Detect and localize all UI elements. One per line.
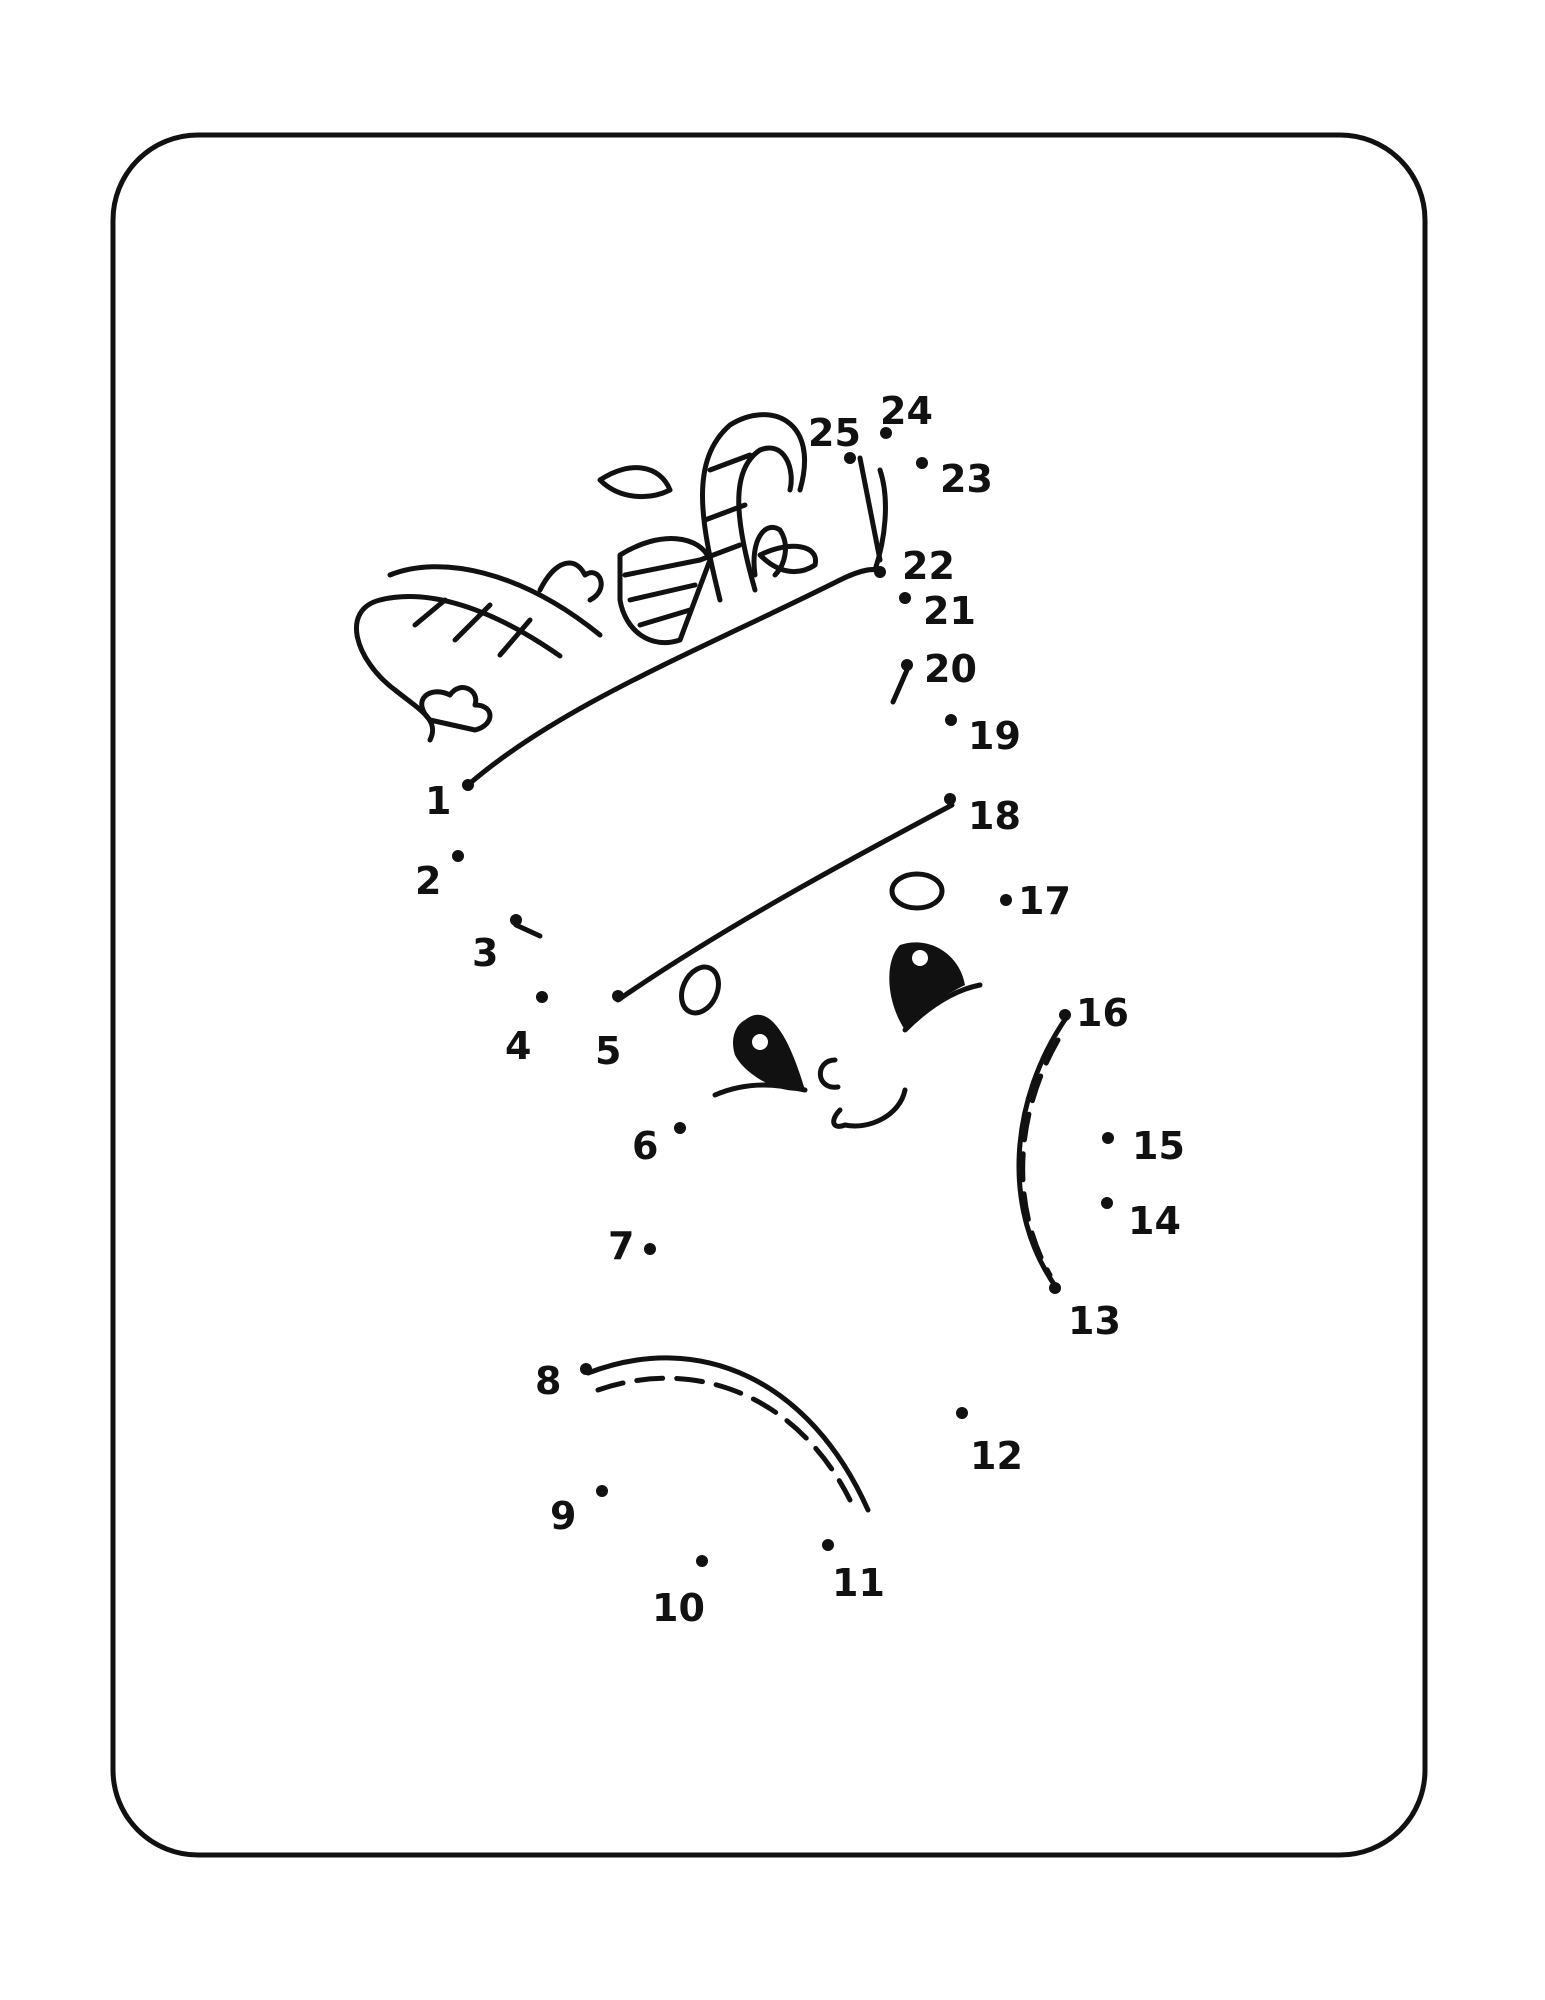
dot-25[interactable] bbox=[844, 452, 856, 464]
dot-21[interactable] bbox=[899, 592, 911, 604]
eye-right bbox=[889, 942, 965, 1030]
dot-label-17: 17 bbox=[1018, 879, 1071, 923]
dot-24[interactable] bbox=[880, 427, 892, 439]
arm-outline bbox=[1016, 1015, 1069, 1293]
dot-label-1: 1 bbox=[425, 779, 451, 823]
sack-outline bbox=[465, 567, 885, 788]
dot-22[interactable] bbox=[874, 566, 886, 578]
dot-label-25: 25 bbox=[808, 411, 861, 455]
dot-label-9: 9 bbox=[550, 1494, 576, 1538]
dot-15[interactable] bbox=[1102, 1132, 1114, 1144]
dot-10[interactable] bbox=[696, 1555, 708, 1567]
dot-17[interactable] bbox=[1000, 894, 1012, 906]
dot-label-12: 12 bbox=[970, 1434, 1023, 1478]
candy-cane-icon bbox=[353, 564, 603, 743]
leaf-icon bbox=[419, 560, 604, 733]
dot-label-19: 19 bbox=[968, 714, 1021, 758]
dot-3[interactable] bbox=[510, 914, 522, 926]
dot-4[interactable] bbox=[536, 991, 548, 1003]
dot-2[interactable] bbox=[452, 850, 464, 862]
carrot-icon bbox=[751, 525, 818, 578]
cheek-right bbox=[889, 871, 945, 911]
dot-label-10: 10 bbox=[652, 1586, 705, 1630]
page-frame bbox=[110, 132, 1428, 1858]
eye-left bbox=[733, 1014, 805, 1091]
dot-label-3: 3 bbox=[472, 931, 498, 975]
dot-label-23: 23 bbox=[940, 457, 993, 501]
snowman-face-icon bbox=[679, 871, 983, 1129]
dot-12[interactable] bbox=[956, 1407, 968, 1419]
dot-9[interactable] bbox=[596, 1485, 608, 1497]
dot-label-4: 4 bbox=[505, 1024, 531, 1068]
dot-label-20: 20 bbox=[924, 647, 977, 691]
eye-left-highlight bbox=[752, 1034, 768, 1050]
dot-label-16: 16 bbox=[1076, 991, 1129, 1035]
ear-icon bbox=[857, 455, 888, 573]
carrot-icon bbox=[597, 465, 713, 646]
dot-11[interactable] bbox=[822, 1539, 834, 1551]
stroke-segment-3 bbox=[513, 922, 543, 939]
dot-18[interactable] bbox=[944, 793, 956, 805]
dot-20[interactable] bbox=[901, 659, 913, 671]
eye-right-highlight bbox=[912, 950, 928, 966]
dot-label-24: 24 bbox=[880, 389, 933, 433]
cheek-left bbox=[679, 964, 721, 1016]
belly-outline bbox=[585, 1355, 871, 1513]
dot-label-7: 7 bbox=[608, 1224, 634, 1268]
dot-19[interactable] bbox=[945, 714, 957, 726]
dot-label-13: 13 bbox=[1068, 1299, 1121, 1343]
dot-label-11: 11 bbox=[832, 1561, 885, 1605]
dot-16[interactable] bbox=[1059, 1009, 1071, 1021]
dot-label-5: 5 bbox=[595, 1029, 621, 1073]
mouth bbox=[831, 1087, 908, 1129]
dot-label-22: 22 bbox=[902, 544, 955, 588]
dot-label-14: 14 bbox=[1128, 1199, 1181, 1243]
dot-label-18: 18 bbox=[968, 794, 1021, 838]
dot-7[interactable] bbox=[644, 1243, 656, 1255]
dot-label-2: 2 bbox=[415, 859, 441, 903]
dot-label-8: 8 bbox=[535, 1359, 561, 1403]
dot-1[interactable] bbox=[462, 779, 474, 791]
dot-8[interactable] bbox=[580, 1363, 592, 1375]
eye-right-lid bbox=[902, 982, 983, 1033]
eye-left-lid bbox=[712, 1082, 808, 1098]
dot-14[interactable] bbox=[1101, 1197, 1113, 1209]
hat-brim-line bbox=[615, 802, 955, 1003]
dot-label-6: 6 bbox=[632, 1124, 658, 1168]
dot-6[interactable] bbox=[674, 1122, 686, 1134]
dot-5[interactable] bbox=[612, 990, 624, 1002]
dot-23[interactable] bbox=[916, 457, 928, 469]
nose bbox=[817, 1057, 841, 1090]
dot-label-15: 15 bbox=[1132, 1124, 1185, 1168]
belly-dashed bbox=[595, 1375, 853, 1503]
stroke-segment-20 bbox=[890, 667, 910, 705]
dot-13[interactable] bbox=[1049, 1282, 1061, 1294]
dot-label-21: 21 bbox=[923, 589, 976, 633]
arm-dashed bbox=[1020, 1037, 1061, 1278]
